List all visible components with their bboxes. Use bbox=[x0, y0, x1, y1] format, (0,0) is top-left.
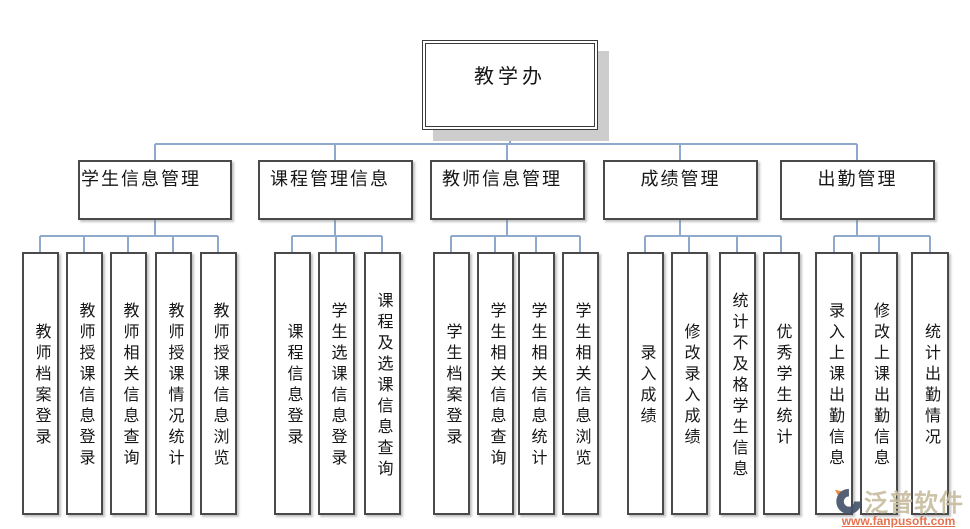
leaf-4-2: 修改录入成绩 bbox=[671, 252, 708, 515]
leaf-5-1: 录入上课出勤信息 bbox=[815, 252, 853, 515]
leaf-2-3-label: 课程及选课信息查询 bbox=[374, 291, 392, 481]
leaf-2-2: 学生选课信息登录 bbox=[318, 252, 355, 515]
leaf-1-3-label: 教师相关信息查询 bbox=[120, 302, 138, 470]
leaf-1-4-label: 教师授课情况统计 bbox=[165, 302, 183, 470]
leaf-5-1-label: 录入上课出勤信息 bbox=[826, 302, 843, 470]
leaf-3-3-label: 学生相关信息统计 bbox=[528, 302, 546, 470]
watermark-url-link[interactable]: www.fanpusoft.com bbox=[841, 514, 956, 528]
leaf-4-4: 优秀学生统计 bbox=[763, 252, 800, 515]
leaf-1-2-label: 教师授课信息登录 bbox=[76, 302, 94, 470]
leaf-4-1-label: 录入成绩 bbox=[637, 344, 655, 428]
leaf-5-3: 统计出勤情况 bbox=[911, 252, 949, 515]
leaf-1-5-label: 教师授课信息浏览 bbox=[210, 302, 228, 470]
leaf-2-3: 课程及选课信息查询 bbox=[364, 252, 401, 515]
branch-grade-mgmt: 成绩管理 bbox=[603, 160, 758, 220]
leaf-3-2: 学生相关信息查询 bbox=[477, 252, 514, 515]
leaf-4-2-label: 修改录入成绩 bbox=[681, 323, 699, 449]
branch-course-info: 课程管理信息 bbox=[258, 160, 413, 220]
fanpu-logo-icon bbox=[833, 486, 863, 516]
leaf-2-1-label: 课程信息登录 bbox=[284, 323, 302, 449]
leaf-3-1: 学生档案登录 bbox=[433, 252, 470, 515]
leaf-1-3: 教师相关信息查询 bbox=[110, 252, 147, 515]
connector-group-4 bbox=[644, 220, 782, 253]
leaf-4-3: 统计不及格学生信息 bbox=[719, 252, 756, 515]
leaf-1-1: 教师档案登录 bbox=[22, 252, 59, 515]
leaf-3-4: 学生相关信息浏览 bbox=[562, 252, 599, 515]
watermark-row: 泛普软件 bbox=[833, 483, 964, 518]
connector-root-bus bbox=[154, 130, 858, 161]
connector-group-5 bbox=[833, 220, 931, 253]
connector-group-1 bbox=[39, 220, 219, 253]
connector-group-3 bbox=[450, 220, 581, 253]
leaf-5-3-label: 统计出勤情况 bbox=[922, 323, 939, 449]
node-root: 教学办 bbox=[422, 40, 598, 130]
leaf-3-3: 学生相关信息统计 bbox=[518, 252, 555, 515]
branch-attendance: 出勤管理 bbox=[780, 160, 935, 220]
leaf-4-1: 录入成绩 bbox=[627, 252, 664, 515]
connector-group bbox=[39, 130, 931, 253]
leaf-2-1: 课程信息登录 bbox=[274, 252, 311, 515]
branch-teacher-info: 教师信息管理 bbox=[430, 160, 585, 220]
watermark: 泛普软件 www.fanpusoft.com bbox=[833, 483, 964, 528]
leaf-1-1-label: 教师档案登录 bbox=[32, 323, 50, 449]
branch-student-info: 学生信息管理 bbox=[78, 160, 232, 220]
leaf-2-2-label: 学生选课信息登录 bbox=[328, 302, 346, 470]
leaf-5-2-label: 修改上课出勤信息 bbox=[871, 302, 888, 470]
leaf-1-2: 教师授课信息登录 bbox=[66, 252, 103, 515]
leaf-1-4: 教师授课情况统计 bbox=[155, 252, 192, 515]
leaf-4-4-label: 优秀学生统计 bbox=[773, 323, 791, 449]
leaf-5-2: 修改上课出勤信息 bbox=[860, 252, 898, 515]
connector-group-2 bbox=[291, 220, 383, 253]
leaf-3-4-label: 学生相关信息浏览 bbox=[572, 302, 590, 470]
watermark-brand-text: 泛普软件 bbox=[864, 490, 964, 517]
leaf-1-5: 教师授课信息浏览 bbox=[200, 252, 237, 515]
leaf-3-1-label: 学生档案登录 bbox=[443, 323, 461, 449]
leaf-4-3-label: 统计不及格学生信息 bbox=[729, 291, 747, 481]
leaf-3-2-label: 学生相关信息查询 bbox=[487, 302, 505, 470]
